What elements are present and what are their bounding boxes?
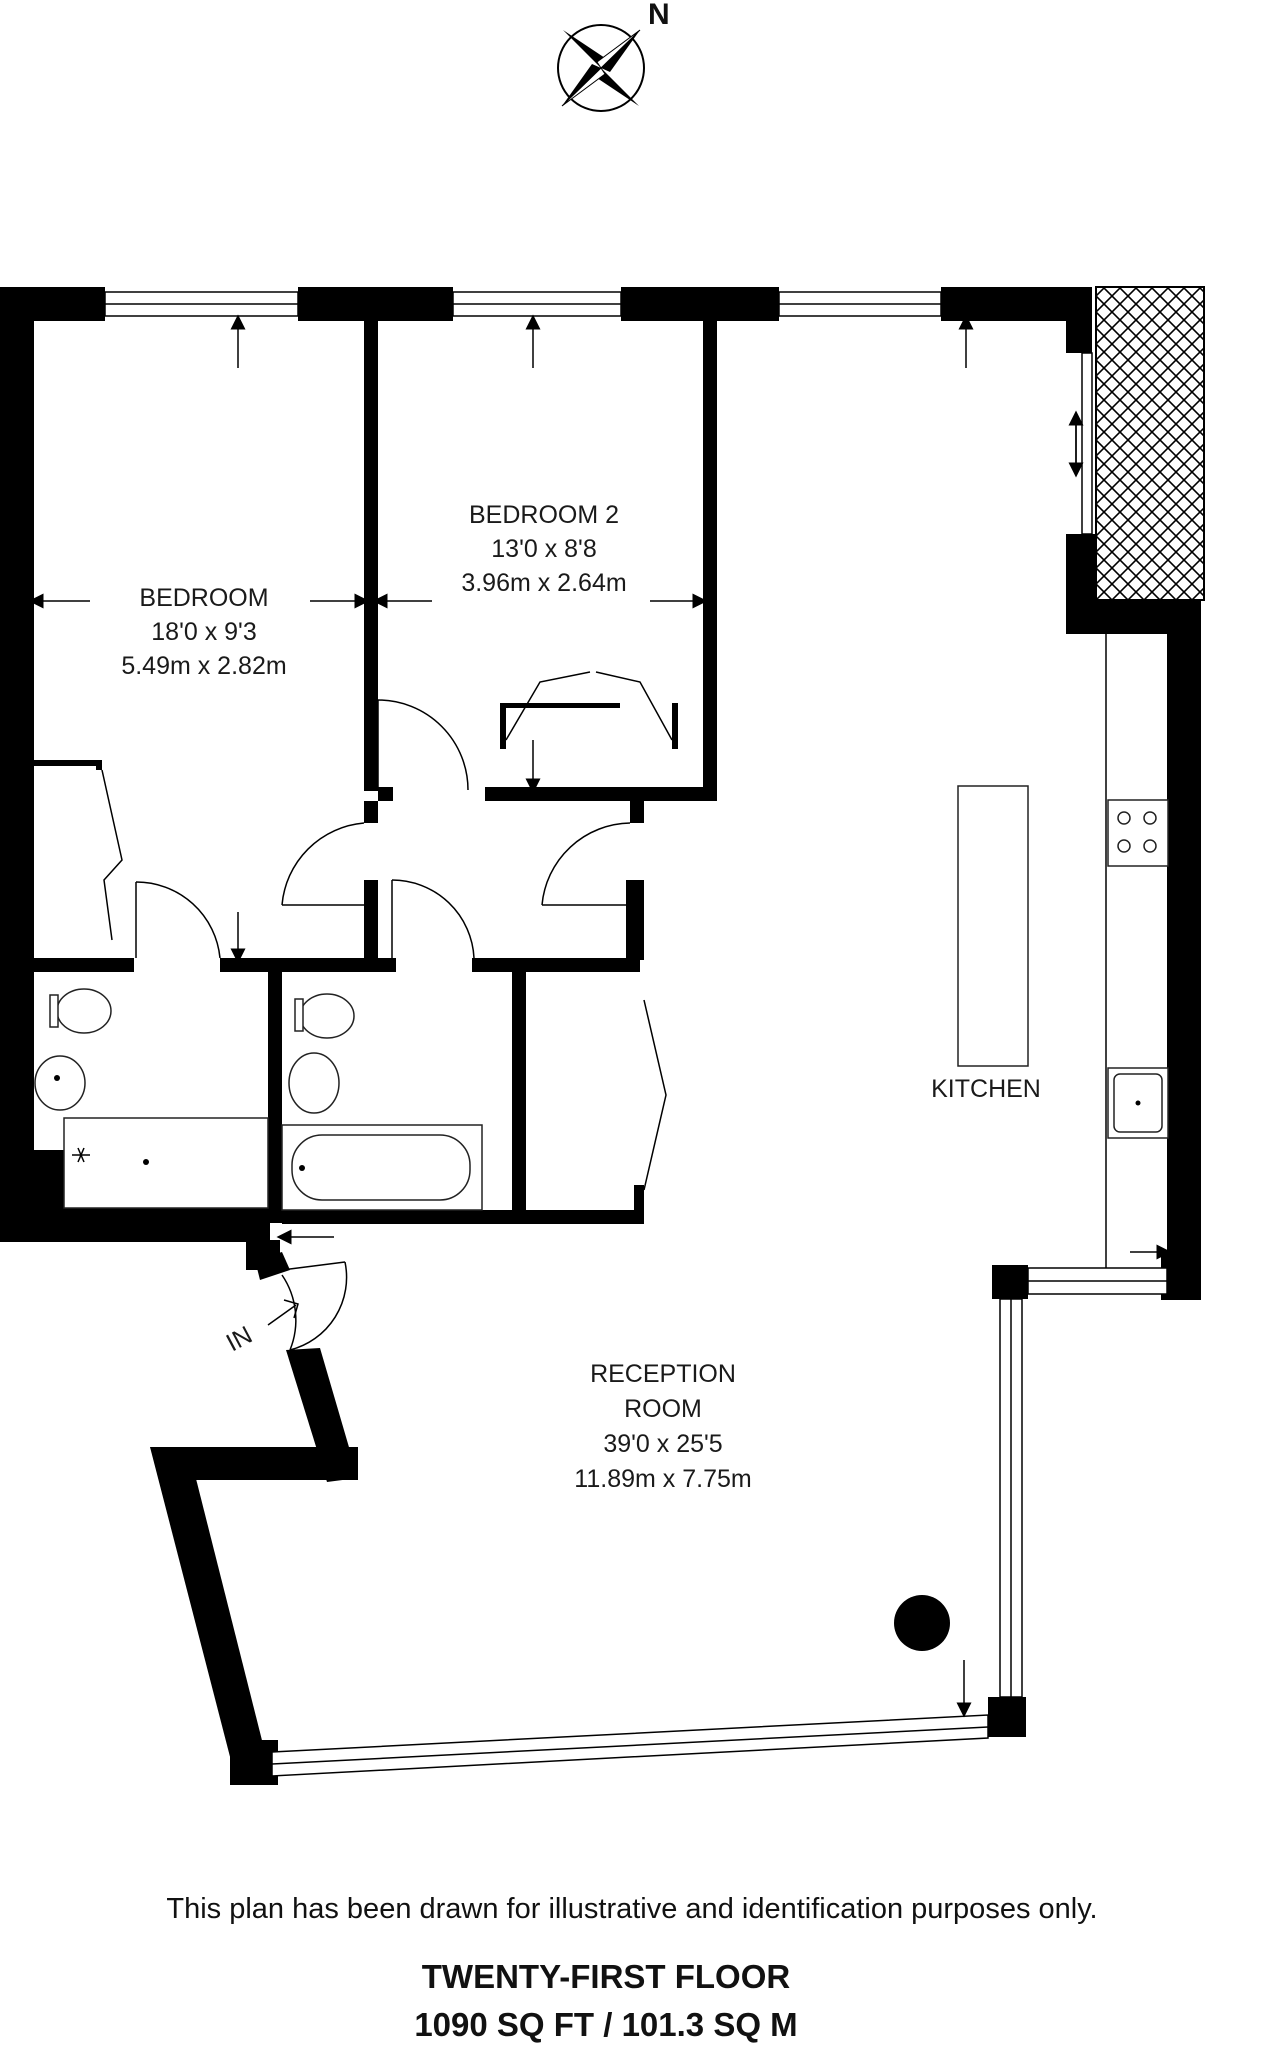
floor-area: 1090 SQ FT / 101.3 SQ M (414, 2006, 797, 2043)
bedroom2-imperial: 13'0 x 8'8 (491, 535, 596, 563)
exterior-walls (0, 287, 1201, 1785)
reception-metric: 11.89m x 7.75m (574, 1465, 751, 1493)
kitchen-name: KITCHEN (931, 1075, 1041, 1103)
interior-walls (34, 321, 717, 1224)
reception-name-line1: RECEPTION (590, 1360, 736, 1388)
reception-imperial: 39'0 x 25'5 (603, 1430, 722, 1458)
structural-column (894, 1595, 950, 1651)
floor-title: TWENTY-FIRST FLOOR (422, 1958, 791, 1995)
doors (101, 671, 673, 1351)
compass-rose-icon (557, 24, 645, 112)
bedroom-imperial: 18'0 x 9'3 (151, 618, 256, 646)
bedroom2-name: BEDROOM 2 (469, 501, 619, 529)
kitchen-units (957, 634, 1169, 1268)
balcony (1095, 286, 1205, 601)
windows (104, 291, 1168, 1777)
bedroom-name: BEDROOM (139, 584, 268, 612)
compass-north-label: N (648, 0, 670, 31)
bedroom-metric: 5.49m x 2.82m (121, 652, 286, 680)
bedroom2-metric: 3.96m x 2.64m (461, 569, 626, 597)
disclaimer-text: This plan has been drawn for illustrativ… (166, 1893, 1097, 1925)
entrance-label: IN (222, 1321, 257, 1357)
reception-name-line2: ROOM (624, 1395, 702, 1423)
dimension-arrows (28, 314, 1172, 1718)
bathroom-fixtures (34, 988, 483, 1211)
entrance-arrow-icon (267, 1299, 299, 1326)
